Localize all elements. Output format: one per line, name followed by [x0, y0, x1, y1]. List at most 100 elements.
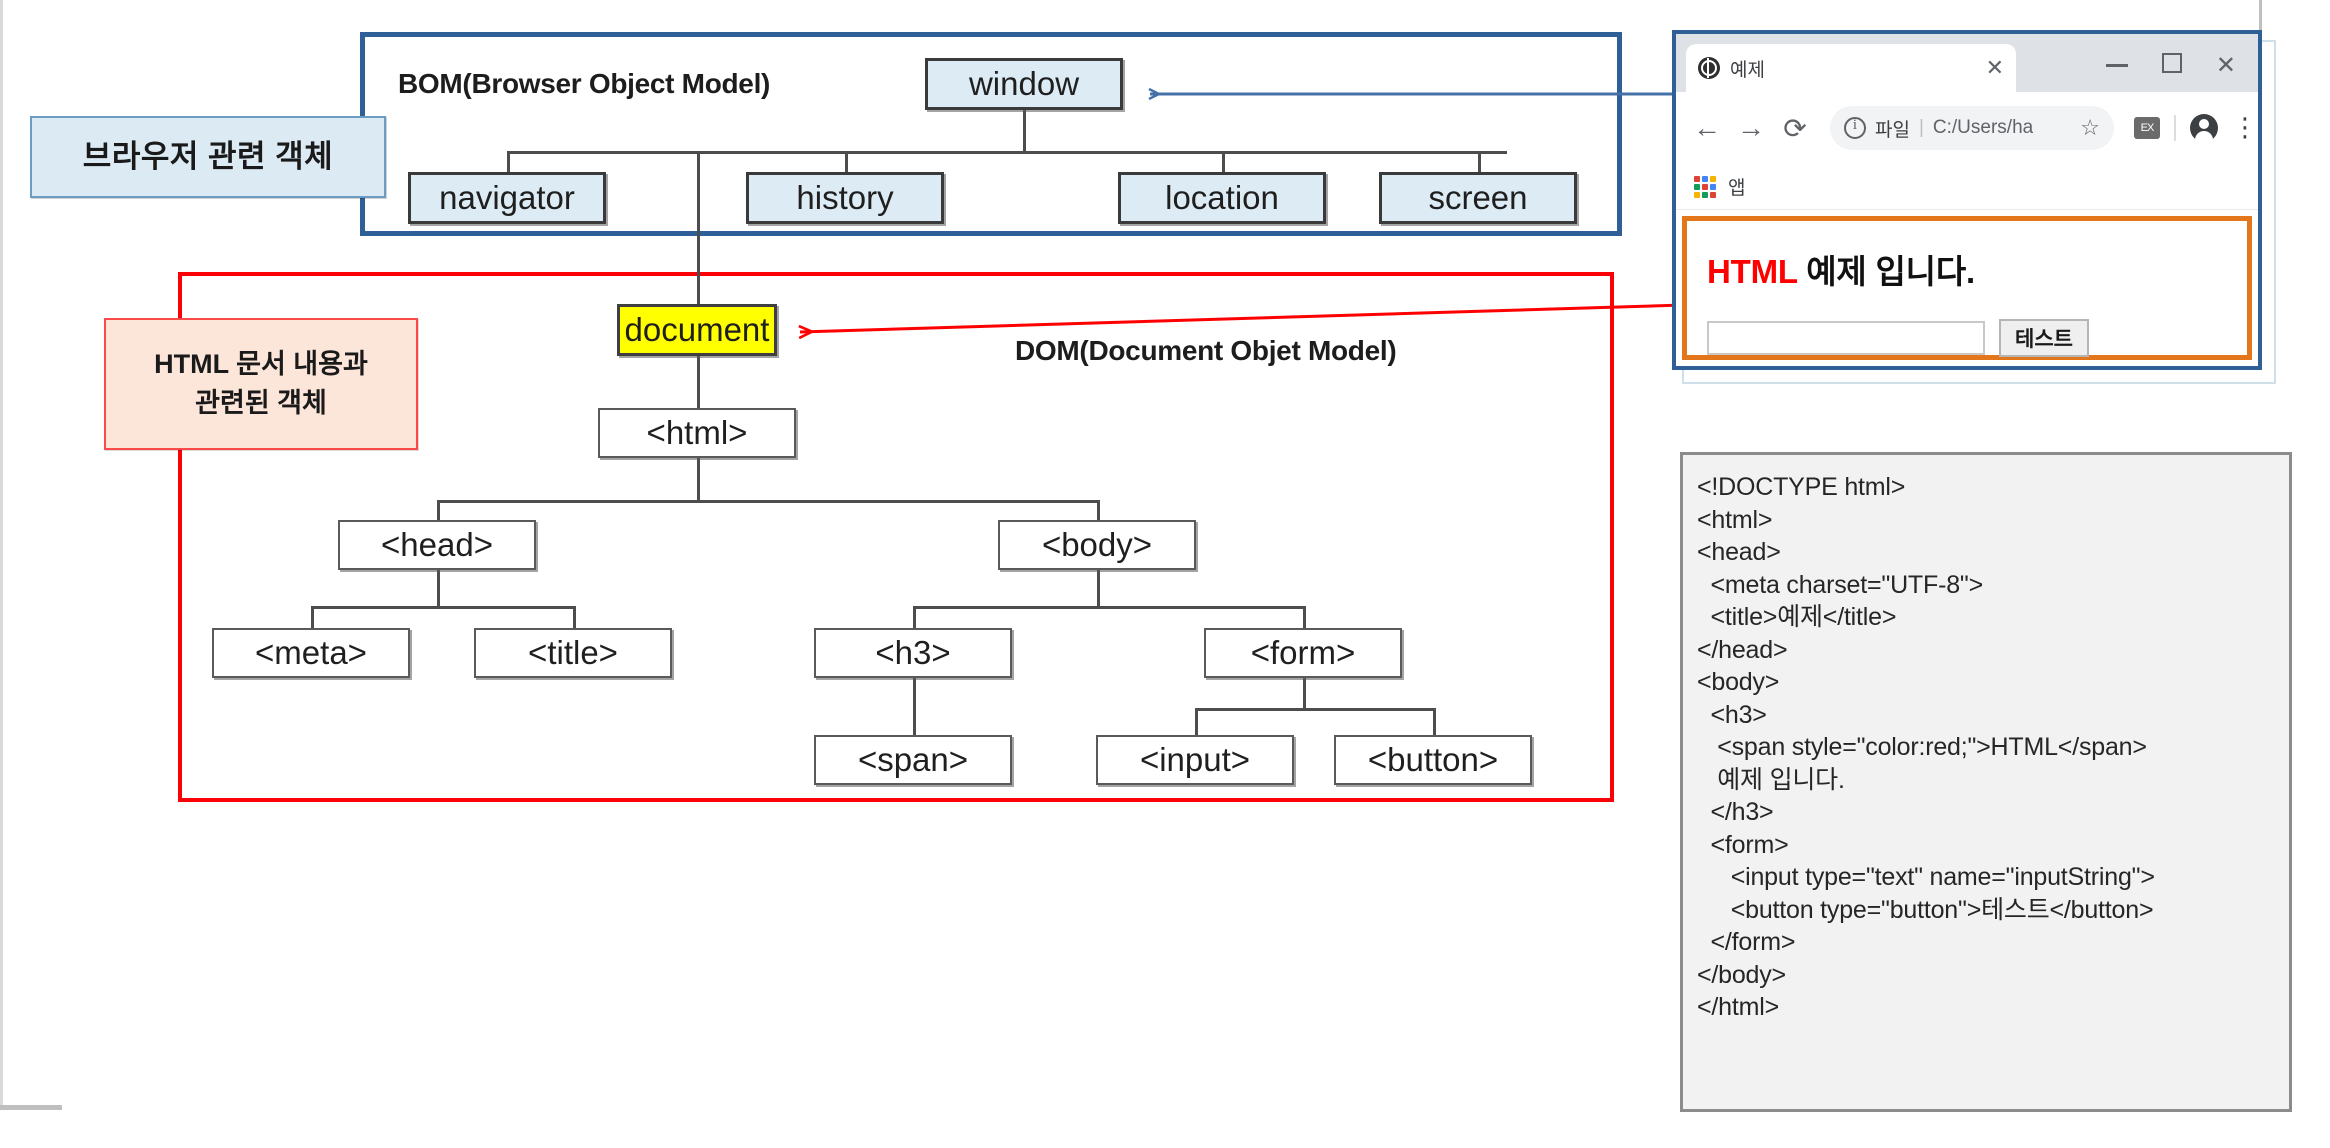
page-text-input[interactable] [1707, 321, 1985, 355]
address-bar[interactable]: 파일 | C:/Users/ha ☆ [1830, 106, 2114, 150]
connector-navigator-up [507, 151, 510, 184]
connector-document-html [697, 356, 700, 410]
node-window[interactable]: window [925, 58, 1123, 110]
connector-title-up [573, 606, 576, 631]
code-line: </head> [1697, 635, 1788, 664]
kebab-menu-icon[interactable]: ⋮ [2232, 112, 2258, 143]
connector-body-down [1097, 568, 1100, 608]
node-screen[interactable]: screen [1379, 172, 1577, 224]
bookmark-apps-label[interactable]: 앱 [1728, 178, 1746, 199]
dom-region-frame [178, 272, 1614, 802]
connector-button-up [1433, 708, 1436, 736]
tab-close-icon[interactable]: ✕ [1985, 55, 2004, 80]
callout-html-line1: HTML 문서 내용과 [154, 348, 368, 379]
toolbar-divider [2174, 115, 2176, 141]
connector-h3-up [913, 606, 916, 631]
dom-region-title: DOM(Document Objet Model) [1015, 335, 1397, 366]
page-highlight-frame: HTML 예제 입니다. 테스트 [1682, 216, 2252, 360]
slide-edge-left [0, 0, 3, 1108]
node-title[interactable]: <title> [474, 628, 672, 678]
browser-tab[interactable]: 예제 ✕ [1686, 44, 2016, 92]
browser-tabstrip: 예제 ✕ ✕ [1676, 34, 2258, 92]
bom-region-title: BOM(Browser Object Model) [398, 68, 771, 99]
close-window-icon[interactable]: ✕ [2215, 51, 2236, 79]
url-path-label: C:/Users/ha [1932, 117, 2034, 138]
node-span[interactable]: <span> [814, 735, 1012, 785]
node-navigator[interactable]: navigator [408, 172, 606, 224]
code-line: <h3> [1697, 700, 1767, 729]
slide-edge-bottom [0, 1105, 62, 1110]
page-test-button[interactable]: 테스트 [1999, 319, 2089, 357]
code-line: <head> [1697, 538, 1781, 566]
code-line: </h3> [1697, 798, 1774, 826]
node-body[interactable]: <body> [998, 520, 1196, 570]
node-head[interactable]: <head> [338, 520, 536, 570]
node-button[interactable]: <button> [1334, 735, 1532, 785]
node-input[interactable]: <input> [1096, 735, 1294, 785]
browser-window: 예제 ✕ ✕ ← → ⟳ 파일 | C:/Users/ha ☆ EX [1672, 30, 2262, 370]
callout-html-objects: HTML 문서 내용과 관련된 객체 [104, 318, 418, 450]
connector-screen-up [1478, 151, 1481, 184]
connector-body-up [1097, 500, 1100, 523]
callout-browser-objects: 브라우저 관련 객체 [30, 116, 386, 198]
avatar-icon[interactable] [2190, 114, 2218, 142]
node-location[interactable]: location [1118, 172, 1326, 224]
node-form[interactable]: <form> [1204, 628, 1402, 678]
code-line: </body> [1697, 960, 1786, 989]
tab-title: 예제 [1730, 59, 1765, 81]
connector-head-up [437, 500, 440, 523]
connector-body-bus [913, 606, 1305, 609]
node-history[interactable]: history [746, 172, 944, 224]
connector-form-down [1303, 676, 1306, 709]
code-line: </html> [1697, 993, 1779, 1021]
bookmarks-bar: 앱 [1676, 164, 2258, 210]
browser-toolbar: ← → ⟳ 파일 | C:/Users/ha ☆ EX ⋮ [1676, 92, 2258, 164]
node-html[interactable]: <html> [598, 408, 796, 458]
page-heading-red: HTML [1707, 253, 1798, 290]
page-heading: HTML 예제 입니다. [1707, 245, 2227, 293]
code-line: <meta charset="UTF-8"> [1697, 570, 1983, 599]
code-line: <title>예제</title> [1697, 603, 1897, 631]
code-line: </form> [1697, 928, 1796, 956]
code-line: <body> [1697, 668, 1780, 696]
window-controls: ✕ [2105, 51, 2258, 92]
url-separator: | [1918, 117, 1924, 138]
connector-window-down [1023, 110, 1026, 153]
code-line: <form> [1697, 830, 1789, 859]
connector-input-up [1195, 708, 1198, 736]
connector-html-bus [437, 500, 1099, 503]
slide-edge-top-right [2259, 0, 2262, 30]
connector-bom-bus [507, 151, 1507, 154]
page-form: 테스트 [1707, 319, 2227, 357]
node-meta[interactable]: <meta> [212, 628, 410, 678]
node-document[interactable]: document [617, 304, 777, 356]
connector-html-down [697, 453, 700, 501]
apps-grid-icon[interactable] [1694, 175, 1716, 198]
code-line: <button type="button">테스트</button> [1697, 895, 2154, 924]
connector-window-document-spine [697, 151, 700, 316]
minimize-icon[interactable] [2105, 54, 2128, 78]
info-icon[interactable] [1844, 117, 1866, 139]
connector-head-bus [311, 606, 575, 609]
extension-icon[interactable]: EX [2134, 117, 2160, 139]
callout-html-line2: 관련된 객체 [195, 388, 327, 418]
source-code-panel: <!DOCTYPE html> <html> <head> <meta char… [1680, 452, 2292, 1112]
connector-form-up [1303, 606, 1306, 631]
forward-icon[interactable]: → [1737, 112, 1765, 143]
connector-meta-up [311, 606, 314, 631]
maximize-icon[interactable] [2161, 53, 2182, 78]
node-h3[interactable]: <h3> [814, 628, 1012, 678]
code-line: 예제 입니다. [1697, 765, 1845, 794]
code-line: <input type="text" name="inputString"> [1697, 863, 2155, 891]
page-heading-rest: 예제 입니다. [1797, 253, 1975, 290]
connector-form-bus [1195, 708, 1433, 711]
url-scheme-label: 파일 [1875, 119, 1910, 141]
connector-history-up [845, 151, 848, 184]
reload-icon[interactable]: ⟳ [1783, 112, 1807, 144]
code-line: <html> [1697, 505, 1773, 534]
bookmark-star-icon[interactable]: ☆ [2080, 115, 2100, 140]
browser-viewport: HTML 예제 입니다. 테스트 [1676, 210, 2258, 366]
globe-favicon-icon [1698, 57, 1720, 79]
back-icon[interactable]: ← [1693, 112, 1721, 143]
